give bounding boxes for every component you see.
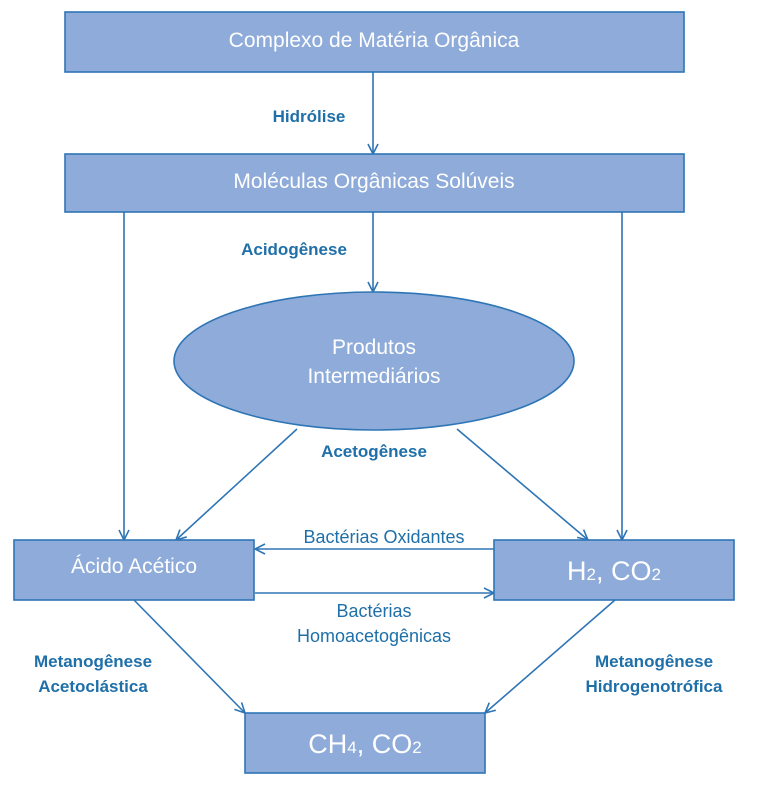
label-homoacetogenic-bacteria-line1: Bactérias bbox=[336, 601, 411, 621]
node-acetic-label: Ácido Acético bbox=[71, 555, 197, 578]
arrow-acetic-to-ch4co2 bbox=[133, 599, 245, 713]
label-methanogenesis-acetoclastic-line2: Acetoclástica bbox=[38, 677, 148, 696]
node-ch4-co2 bbox=[244, 712, 486, 774]
label-acidogenesis: Acidogênese bbox=[241, 240, 347, 259]
label-hydrolysis: Hidrólise bbox=[273, 107, 346, 126]
node-h2-co2 bbox=[493, 539, 735, 601]
node-soluble-label: Moléculas Orgânicas Solúveis bbox=[233, 170, 514, 193]
node-soluble-organic-molecules bbox=[64, 153, 685, 213]
node-intermediates-label-line2: Intermediários bbox=[307, 365, 440, 388]
node-ch4co2-label: CH4, CO2 bbox=[308, 729, 421, 759]
label-acetogenesis: Acetogênese bbox=[321, 442, 427, 461]
node-intermediate-products bbox=[173, 291, 575, 431]
node-h2co2-label: H2, CO2 bbox=[567, 556, 661, 586]
node-complex-organic-matter bbox=[64, 11, 685, 73]
node-acetic-acid bbox=[13, 539, 255, 601]
node-complex-label: Complexo de Matéria Orgânica bbox=[229, 29, 520, 52]
label-methanogenesis-hydrogenotrophic-line2: Hidrogenotrófica bbox=[586, 677, 723, 696]
label-methanogenesis-hydrogenotrophic-line1: Metanogênese bbox=[595, 652, 713, 671]
label-homoacetogenic-bacteria-line2: Homoacetogênicas bbox=[297, 626, 451, 646]
arrow-intermediates-to-acetic bbox=[176, 428, 298, 540]
arrow-intermediates-to-h2co2 bbox=[456, 428, 588, 540]
arrow-h2co2-to-ch4co2 bbox=[485, 599, 616, 713]
label-oxidizing-bacteria: Bactérias Oxidantes bbox=[303, 527, 464, 547]
node-intermediates-label-line1: Produtos bbox=[332, 336, 416, 359]
label-methanogenesis-acetoclastic-line1: Metanogênese bbox=[34, 652, 152, 671]
